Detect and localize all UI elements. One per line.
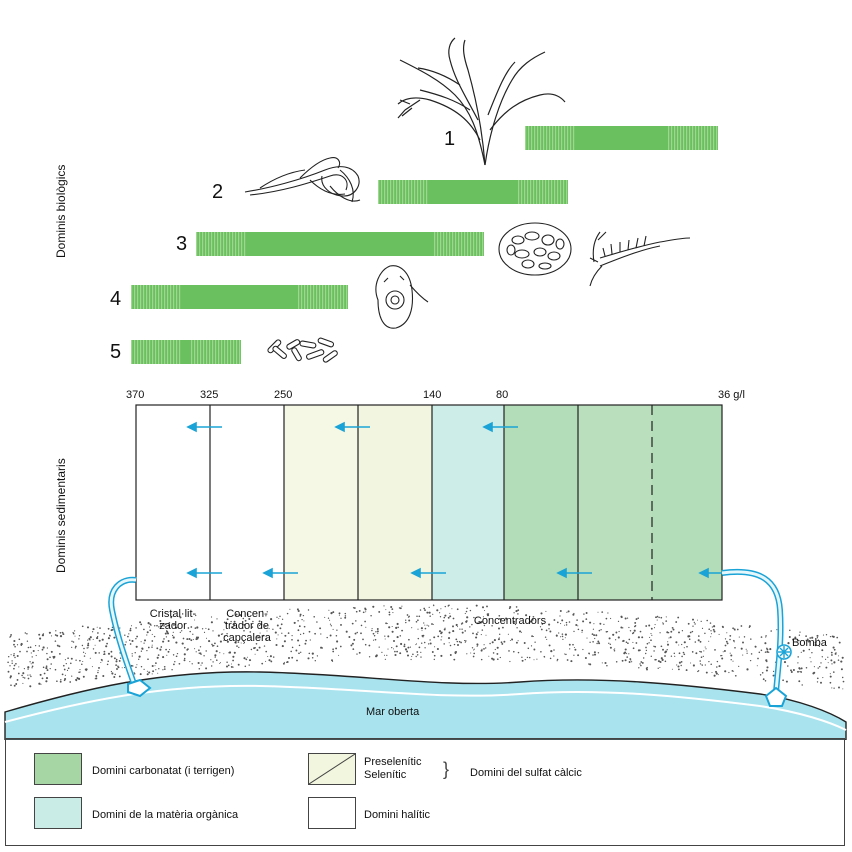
sea-highlight bbox=[4, 684, 847, 731]
domain-bar-4 bbox=[131, 285, 348, 309]
zone-carbonate-3 bbox=[652, 405, 722, 600]
legend-swatch-sulfate bbox=[308, 753, 356, 785]
legend-label-halitic: Domini halític bbox=[364, 809, 431, 821]
zone-carbonate-1 bbox=[504, 405, 578, 600]
intake-pipe-right bbox=[721, 569, 784, 693]
salinity-tick-140: 140 bbox=[423, 389, 442, 401]
salinity-tick-325: 325 bbox=[200, 389, 219, 401]
flow-arrows bbox=[186, 421, 728, 579]
organism-3-brine-shrimp-icon bbox=[589, 231, 691, 287]
valve-left-icon bbox=[127, 678, 152, 698]
organism-number-1: 1 bbox=[444, 128, 456, 150]
zone-preselenitic bbox=[284, 405, 358, 600]
zone-label-concentradors: Concentradors bbox=[473, 615, 547, 627]
sedimentary-domains-label: Dominis sedimentaris bbox=[54, 458, 68, 573]
zone-halitic-1 bbox=[136, 405, 210, 600]
zone-label-concentrador-capcalera: Concen- trador de capçalera bbox=[223, 608, 271, 644]
organism-1-seagrass-icon bbox=[397, 37, 566, 166]
valve-right-icon bbox=[764, 686, 788, 707]
organism-4-protozoan-icon bbox=[375, 265, 429, 329]
legend-label-sulfate: Domini del sulfat càlcic bbox=[470, 767, 582, 779]
organism-number-2: 2 bbox=[212, 181, 224, 203]
organism-number-3: 3 bbox=[176, 233, 188, 255]
organism-3-cell-icon bbox=[498, 222, 572, 276]
salinity-tick-250: 250 bbox=[274, 389, 293, 401]
legend-label-carbonate: Domini carbonatat (i terrigen) bbox=[92, 765, 235, 777]
salinity-tick-370: 370 bbox=[126, 389, 145, 401]
legend-swatch-organic bbox=[34, 797, 82, 829]
zone-carbonate-2 bbox=[578, 405, 652, 600]
zone-dividers bbox=[209, 405, 653, 600]
legend: Domini carbonatat (i terrigen) Domini de… bbox=[5, 738, 845, 846]
bomba-label: Bomba bbox=[792, 637, 827, 649]
legend-swatch-carbonate bbox=[34, 753, 82, 785]
biological-domains-label: Dominis biològics bbox=[54, 164, 68, 258]
biological-domain-bars bbox=[131, 126, 718, 364]
zone-halitic-2 bbox=[210, 405, 284, 600]
organism-5-bacteria-icon bbox=[267, 337, 338, 363]
salinity-tick-36: 36 g/l bbox=[718, 389, 745, 401]
intake-pipe-left bbox=[108, 576, 137, 685]
mar-oberta-label: Mar oberta bbox=[366, 706, 420, 718]
zone-selenitic bbox=[358, 405, 432, 600]
organism-2-filamentous-icon bbox=[244, 157, 361, 203]
sand-texture bbox=[7, 604, 845, 690]
legend-label-organic: Domini de la matèria orgànica bbox=[92, 809, 239, 821]
zone-organic bbox=[432, 405, 504, 600]
salt-pan-diagram bbox=[4, 37, 847, 740]
legend-label-selenitic: Selenític bbox=[364, 769, 407, 781]
organism-number-4: 4 bbox=[110, 288, 122, 310]
salinity-tick-80: 80 bbox=[496, 389, 509, 401]
domain-bar-1 bbox=[525, 126, 718, 150]
zone-label-cristallitzador: Cristal·lit- zador bbox=[149, 608, 197, 632]
legend-swatch-halitic bbox=[308, 797, 356, 829]
panel-border bbox=[135, 404, 723, 601]
organism-number-5: 5 bbox=[110, 341, 122, 363]
legend-brace: } bbox=[443, 759, 450, 779]
legend-label-preselenitic: Preselenític bbox=[364, 756, 422, 768]
